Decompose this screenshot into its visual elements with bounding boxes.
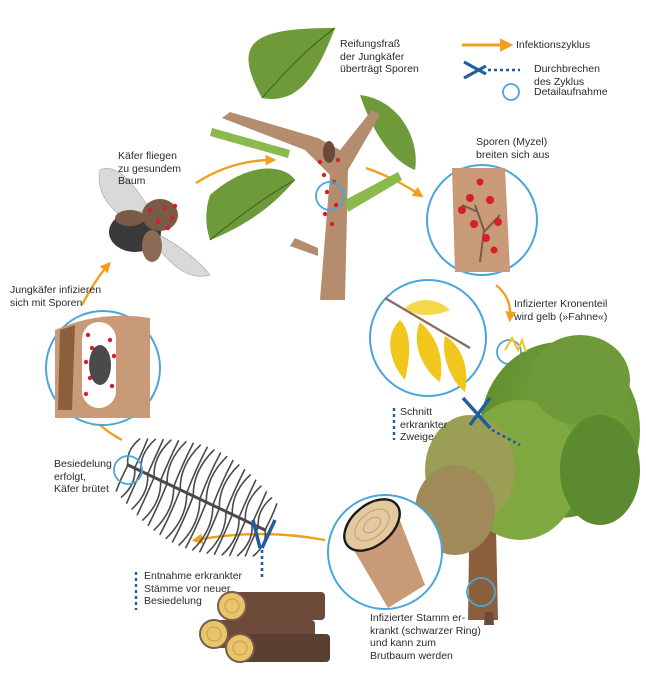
trunk-cross-section (327, 494, 443, 610)
yellow-leaf (416, 322, 442, 382)
label-entnahme: Entnahme erkrankter Stämme vor neuer Bes… (144, 570, 243, 607)
scissors-icon[interactable] (461, 396, 521, 447)
larval-tunnel (185, 446, 208, 494)
larval-tunnel (221, 516, 240, 556)
larval-tunnel (172, 442, 194, 488)
log-pile (199, 591, 330, 663)
larval-tunnel (192, 449, 215, 497)
yellow-leaf (390, 320, 410, 380)
mycel-strands (461, 204, 501, 263)
larval-tunnel (159, 440, 180, 482)
larval-tunnel (218, 464, 240, 510)
branch-twig (345, 172, 402, 212)
larval-tunnel (133, 438, 149, 469)
detail-circle-trunk (466, 577, 496, 607)
larval-tunnel (264, 503, 278, 531)
larval-tunnel (212, 459, 234, 507)
larval-tunnel (131, 473, 149, 510)
larval-tunnel (238, 479, 257, 519)
arrow-kaefer-to-baum (195, 154, 277, 185)
yellow-leaf (444, 336, 467, 392)
branch-twig (210, 128, 290, 158)
larval-tunnel (159, 488, 181, 536)
spore-dots (458, 178, 502, 254)
larval-tunnel (115, 464, 129, 492)
larval-tunnel (126, 438, 141, 466)
larval-tunnel (199, 507, 221, 553)
arrow-stamm-to-besiedelung (191, 532, 326, 545)
detail-circle-branch (315, 181, 345, 211)
beetle-on-branch (323, 141, 335, 163)
larvae-detail (45, 310, 161, 426)
larval-tunnel (146, 438, 164, 476)
larval-tunnel (236, 523, 253, 557)
legend-label-durchbrechen: Durchbrechen des Zyklus (534, 63, 600, 88)
legend (462, 38, 520, 101)
breeding-gallery (113, 438, 278, 557)
scissors-icon[interactable] (251, 519, 277, 580)
larval-tunnel (257, 497, 273, 528)
infected-tree (415, 335, 640, 625)
leaf (209, 179, 296, 241)
label-sporen: Sporen (Myzel) breiten sich aus (476, 136, 550, 161)
detail-circle-gallery (113, 455, 143, 485)
arrow-jungkaefer-to-kaefer (80, 261, 111, 306)
larval-tunnel (141, 479, 162, 521)
legend-label-infektionszyklus: Infektionszyklus (516, 39, 591, 51)
spores-detail (426, 164, 538, 276)
label-stamm: Infizierter Stamm er- krankt (schwarzer … (370, 612, 481, 662)
label-krone: Infizierter Kronenteil wird gelb (»Fahne… (514, 298, 608, 323)
label-reifungsfrass: Reifungsfraß der Jungkäfer überträgt Spo… (340, 38, 419, 75)
larval-tunnel (136, 476, 155, 516)
larval-tunnel (171, 495, 195, 543)
arrow-sporen-to-krone (495, 284, 517, 323)
larval-tunnel (153, 439, 172, 479)
legend-label-detailaufnahme: Detailaufnahme (534, 86, 608, 98)
spores-on-branch (317, 157, 341, 227)
label-besiedelung: Besiedelung erfolgt, Käfer brütet (54, 458, 112, 495)
crown-detail (369, 279, 522, 397)
legend-circle-icon (502, 83, 520, 101)
larval-tunnel (179, 444, 202, 491)
larval-tunnel (178, 498, 201, 546)
trunk-ring (343, 498, 401, 552)
yellow-leaf (405, 300, 450, 316)
larval-tunnel (185, 501, 208, 549)
larval-tunnel (244, 485, 262, 522)
leaf (261, 27, 336, 99)
larval-tunnel (147, 482, 168, 527)
beetle-in-gallery (89, 345, 111, 385)
larval-tunnel (225, 468, 246, 513)
branch-twig (290, 238, 318, 256)
label-schnitt: Schnitt erkrankter Zweige (400, 406, 448, 443)
larval-tunnel (205, 455, 228, 503)
branch-with-leaves (206, 27, 416, 300)
legend-scissors-icon (463, 60, 520, 80)
larval-tunnel (140, 438, 157, 472)
larval-tunnel (206, 510, 227, 554)
larval-tunnel (191, 504, 214, 551)
larval-tunnel (166, 441, 187, 485)
leaf (206, 168, 295, 240)
branch (222, 110, 380, 300)
label-jungkaefer: Jungkäfer infizieren sich mit Sporen (10, 284, 102, 309)
label-kaefer: Käfer fliegen zu gesundem Baum (118, 150, 182, 187)
flying-beetle (98, 168, 211, 277)
larval-tunnel (213, 513, 234, 555)
larval-tunnel (165, 492, 188, 540)
larval-tunnel (231, 474, 252, 516)
larval-tunnel (229, 519, 247, 557)
larvae-dots (83, 332, 117, 397)
larval-tunnel (125, 470, 142, 504)
larval-tunnel (153, 485, 175, 531)
larval-tunnel (198, 452, 222, 500)
